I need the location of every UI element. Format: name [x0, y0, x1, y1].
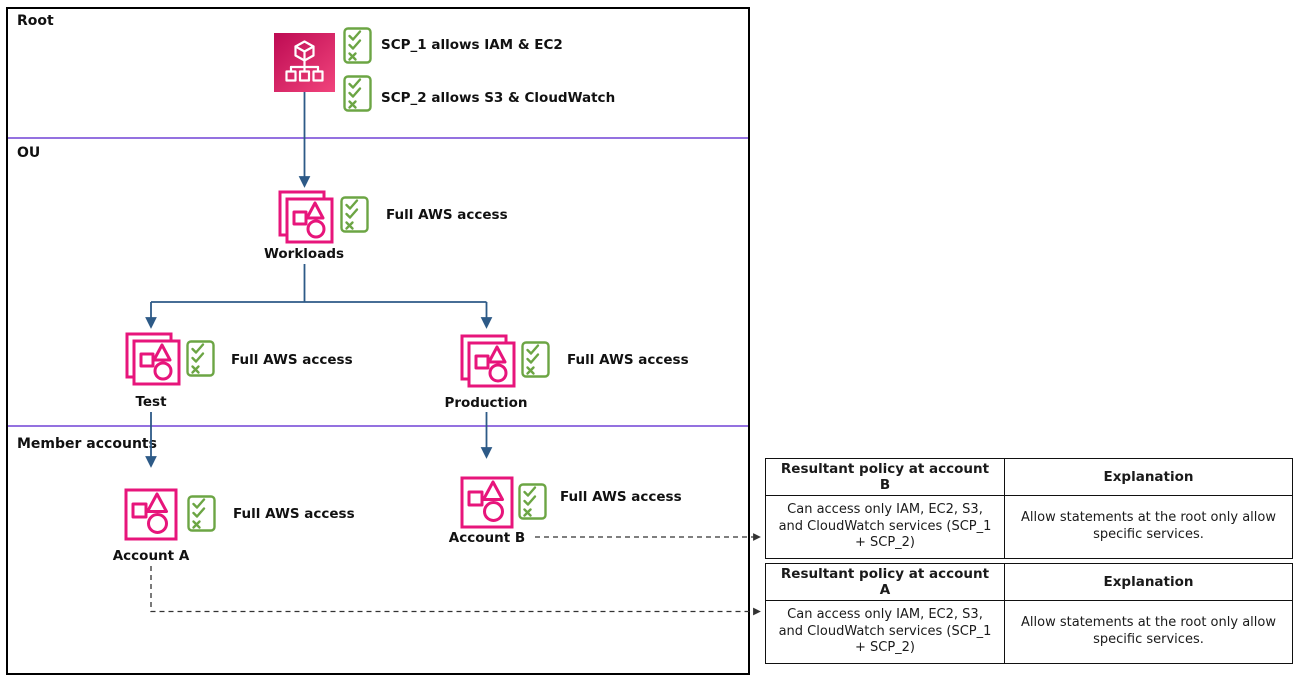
organization-boundary-box — [6, 7, 750, 675]
table-cell-explanation-b: Allow statements at the root only allow … — [1004, 495, 1293, 559]
scp-policy-icon — [343, 27, 372, 64]
table-header-resultant-policy-b: Resultant policy at account B — [765, 458, 1005, 496]
organizational-unit-icon — [460, 334, 516, 388]
resultant-policy-table-account-b: Resultant policy at account B Explanatio… — [765, 458, 1293, 559]
table-header-row: Resultant policy at account B Explanatio… — [765, 458, 1293, 496]
root-ou-divider — [8, 137, 748, 139]
production-scp-label: Full AWS access — [567, 352, 689, 368]
account-name-b: Account B — [448, 530, 526, 546]
table-row: Can access only IAM, EC2, S3, and CloudW… — [765, 600, 1293, 664]
organizational-unit-icon — [125, 332, 181, 386]
table-header-explanation: Explanation — [1004, 563, 1293, 601]
resultant-policy-table-account-a: Resultant policy at account A Explanatio… — [765, 563, 1293, 664]
workloads-scp-label: Full AWS access — [386, 207, 508, 223]
account-icon — [460, 476, 514, 529]
scp-policy-icon — [187, 495, 216, 532]
table-header-row: Resultant policy at account A Explanatio… — [765, 563, 1293, 601]
scp-policy-icon — [518, 483, 547, 520]
scp2-label: SCP_2 allows S3 & CloudWatch — [381, 90, 616, 106]
ou-name-workloads: Workloads — [263, 246, 345, 262]
section-label-member-accounts: Member accounts — [17, 436, 157, 452]
ou-member-divider — [8, 425, 748, 427]
organizational-unit-icon — [278, 190, 334, 244]
test-scp-label: Full AWS access — [231, 352, 353, 368]
scp-policy-icon — [343, 75, 372, 112]
table-header-resultant-policy-a: Resultant policy at account A — [765, 563, 1005, 601]
scp-policy-icon — [186, 340, 215, 377]
scp-policy-icon — [340, 196, 369, 233]
table-header-explanation: Explanation — [1004, 458, 1293, 496]
account-a-scp-label: Full AWS access — [233, 506, 355, 522]
table-cell-explanation-a: Allow statements at the root only allow … — [1004, 600, 1293, 664]
ou-name-production: Production — [444, 395, 528, 411]
account-b-scp-label: Full AWS access — [560, 489, 682, 505]
section-label-root: Root — [17, 13, 54, 29]
section-label-ou: OU — [17, 145, 41, 161]
scp-policy-icon — [521, 341, 550, 378]
organizations-icon — [274, 33, 335, 92]
table-row: Can access only IAM, EC2, S3, and CloudW… — [765, 495, 1293, 559]
table-cell-policy-b: Can access only IAM, EC2, S3, and CloudW… — [765, 495, 1005, 559]
account-name-a: Account A — [112, 548, 190, 564]
account-icon — [124, 488, 178, 541]
table-cell-policy-a: Can access only IAM, EC2, S3, and CloudW… — [765, 600, 1005, 664]
ou-name-test: Test — [135, 394, 167, 410]
scp1-label: SCP_1 allows IAM & EC2 — [381, 37, 563, 53]
